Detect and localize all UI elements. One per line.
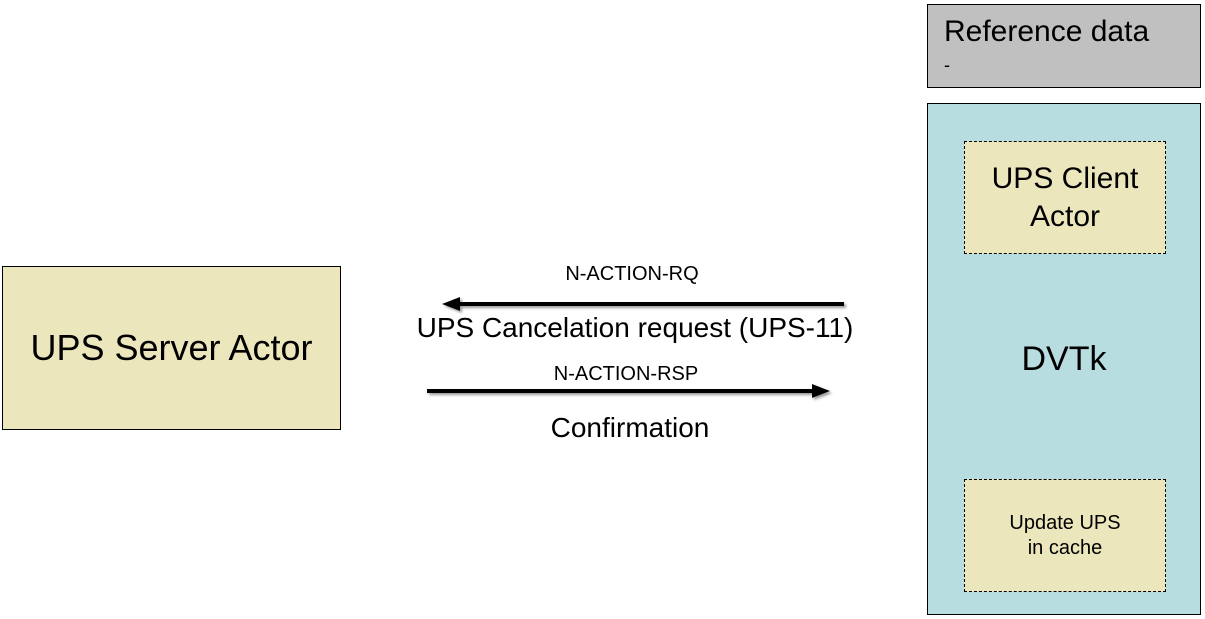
reference-data-subtitle: - [944, 55, 950, 75]
response-arrow [427, 384, 830, 398]
request-primitive-label: N-ACTION-RQ [565, 263, 699, 285]
reference-data-title: Reference data [944, 15, 1150, 48]
request-arrow [442, 297, 844, 311]
update-ups-cache-label: Update UPS in cache [1009, 511, 1121, 559]
dvtk-container: UPS Client Actor DVTk Update UPS in cach… [927, 103, 1201, 615]
ups-server-actor-label: UPS Server Actor [30, 327, 313, 368]
reference-data-box: Reference data - [927, 4, 1201, 88]
update-ups-cache-box: Update UPS in cache [964, 479, 1166, 592]
request-message-label: UPS Cancelation request (UPS-11) [416, 312, 854, 343]
dvtk-label: DVTk [1021, 340, 1107, 378]
ups-server-actor-box: UPS Server Actor [2, 266, 341, 430]
ups-client-actor-label: UPS Client Actor [991, 161, 1139, 233]
ups-client-actor-box: UPS Client Actor [964, 141, 1166, 254]
response-primitive-label: N-ACTION-RSP [553, 363, 699, 385]
response-message-label: Confirmation [550, 412, 710, 443]
